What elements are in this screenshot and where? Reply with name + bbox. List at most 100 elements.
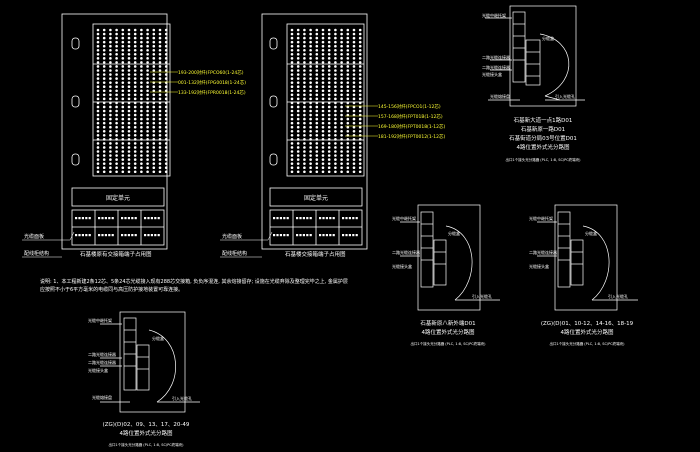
sub-port [355, 234, 358, 237]
port-dot [152, 73, 156, 76]
port-dot [121, 28, 125, 32]
port-dot [346, 81, 350, 84]
port-dot [115, 101, 118, 105]
port-dot [133, 154, 137, 157]
port-dot [290, 158, 294, 161]
sub-port [111, 234, 114, 237]
port-dot [309, 142, 312, 145]
port-dot [96, 166, 100, 169]
port-dot [152, 61, 156, 64]
port-dot [340, 44, 343, 48]
port-dot [109, 113, 112, 117]
port-dot [146, 44, 149, 48]
port-dot [296, 28, 300, 32]
port-dot [146, 85, 149, 88]
port-dot [140, 125, 143, 129]
port-dot [321, 105, 325, 109]
port-dot [109, 93, 112, 97]
bl-box-label-4: 二路光缆连接器 [88, 359, 116, 365]
port-dot [315, 40, 319, 44]
port-dot [158, 129, 162, 133]
port-dot [109, 150, 112, 153]
port-dot [309, 146, 312, 149]
cabinet-1-callouts: 193-200对纤(FPCO60(1-24芯) 001-132对纤(FPG001… [150, 69, 246, 96]
port-dot [334, 32, 337, 36]
port-dot [290, 93, 294, 97]
port-dot [321, 44, 325, 48]
sub-port [75, 234, 78, 237]
sub-port [286, 234, 289, 237]
cabinet-2-fixed-unit-label: 固定单元 [304, 194, 328, 202]
port-dot [158, 40, 162, 44]
sub-port [273, 234, 276, 237]
port-dot [303, 28, 306, 32]
port-dot [358, 28, 362, 32]
port-dot [340, 113, 343, 117]
port-dot [115, 97, 118, 101]
port-dot [321, 61, 325, 64]
port-dot [352, 105, 356, 109]
port-dot [296, 69, 300, 72]
port-dot [121, 73, 125, 76]
port-dot [327, 48, 331, 52]
port-dot [358, 77, 362, 80]
port-dot [296, 138, 300, 141]
port-dot [340, 158, 343, 161]
port-dot [358, 44, 362, 48]
port-dot [358, 48, 362, 52]
port-dot [290, 129, 294, 133]
tr-title-3: 石基街道分局03号位置D01 [509, 134, 577, 142]
tr-label-bottom: 引入光缆孔 [555, 93, 575, 99]
port-dot [346, 158, 350, 161]
port-dot [327, 134, 331, 137]
port-dot [140, 81, 143, 84]
port-dot [352, 65, 356, 68]
port-dot [152, 117, 156, 121]
port-dot [346, 28, 350, 32]
port-dot [296, 109, 300, 113]
port-dot [121, 142, 125, 145]
sub-port [348, 234, 351, 237]
cabinet-2-label-bottom-left: 配线柜结构 [222, 250, 247, 257]
port-dot [115, 158, 118, 161]
port-dot [133, 150, 137, 153]
tr-box-label-1: 光缆中继托架 [482, 12, 506, 18]
port-dot [334, 93, 337, 97]
port-dot [352, 81, 356, 84]
port-dot [290, 142, 294, 145]
port-dot [127, 65, 131, 68]
port-dot [340, 138, 343, 141]
port-dot [352, 129, 356, 133]
sub-port [299, 217, 302, 220]
port-dot [340, 48, 343, 52]
port-dot [127, 121, 131, 125]
port-dot [127, 28, 131, 32]
port-dot [158, 73, 162, 76]
port-dot [127, 36, 131, 40]
port-dot [158, 158, 162, 161]
port-dot [164, 125, 168, 129]
port-dot [164, 101, 168, 105]
port-dot [121, 32, 125, 36]
port-dot [352, 109, 356, 113]
port-dot [133, 65, 137, 68]
port-dot [146, 61, 149, 64]
port-dot [164, 121, 168, 125]
cabinet-2-label-left: 光缆面板 [222, 233, 242, 240]
port-dot [115, 53, 118, 56]
port-dot [140, 109, 143, 113]
port-dot [121, 40, 125, 44]
port-dot [158, 36, 162, 40]
sub-port [352, 234, 355, 237]
sub-port [108, 217, 111, 220]
port-dot [146, 113, 149, 117]
port-dot [158, 32, 162, 36]
port-dot [127, 105, 131, 109]
port-dot [315, 36, 319, 40]
port-dot [327, 65, 331, 68]
port-dot [296, 121, 300, 125]
port-dot [352, 162, 356, 165]
port-dot [158, 162, 162, 165]
port-dot [115, 44, 118, 48]
